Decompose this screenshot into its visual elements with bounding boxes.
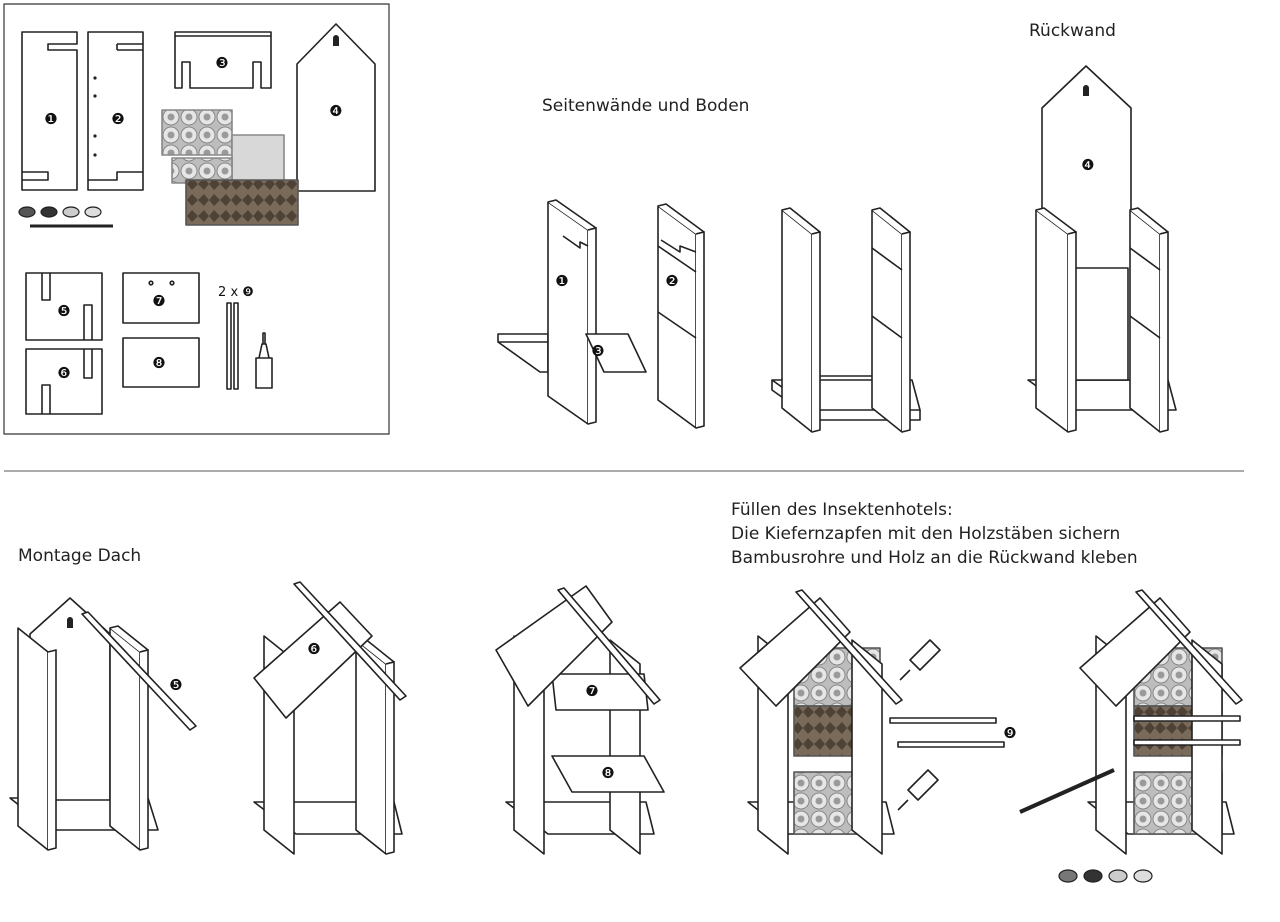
step-label-4: ❹: [1081, 156, 1094, 174]
step-fill-2: [1019, 589, 1243, 883]
part-2-side-wall: [87, 31, 144, 191]
part-5-roof: [25, 272, 103, 341]
heading-roof: Montage Dach: [18, 546, 142, 566]
heading-side-walls: Seitenwände und Boden: [542, 96, 750, 116]
step-fill-1: [739, 589, 1005, 855]
step-label-2: ❷: [665, 272, 678, 290]
step-label-8: ❽: [601, 764, 614, 782]
paint-brush-icon: [1019, 768, 1115, 814]
part-label-rods: 2 x ❾: [218, 285, 254, 300]
part-label-5: ❺: [57, 302, 70, 320]
part-label-1: ❶: [44, 110, 57, 128]
glue-bottle-icon: [897, 769, 939, 811]
heading-back-wall: Rückwand: [1029, 21, 1116, 41]
heading-filling-line1: Die Kiefernzapfen mit den Holzstäben sic…: [731, 524, 1121, 544]
step-label-9: ❾: [1003, 724, 1016, 742]
heading-filling-line2: Bambusrohre und Holz an die Rückwand kle…: [731, 548, 1138, 568]
step-label-6: ❻: [307, 640, 320, 658]
parts-overview-frame: [3, 3, 390, 435]
part-label-6: ❻: [57, 364, 70, 382]
part-9-rod: [233, 302, 239, 390]
paint-pots-icon: [18, 206, 102, 218]
step-label-3: ❸: [591, 342, 604, 360]
part-label-8: ❽: [152, 354, 165, 372]
part-4-back-wall: [296, 23, 376, 192]
step-side-walls-exploded: [497, 199, 705, 429]
step-side-walls-assembled: [771, 207, 921, 433]
step-roof-1: [9, 597, 197, 851]
part-1-side-wall: [21, 31, 78, 191]
step-label-1: ❶: [555, 272, 568, 290]
part-8-shelf: [122, 337, 200, 388]
part-3-floor: [174, 31, 272, 89]
glue-bottle-icon: [899, 639, 941, 681]
part-label-4: ❹: [329, 102, 342, 120]
part-label-7: ❼: [152, 292, 165, 310]
step-roof-2: [253, 581, 407, 855]
part-label-2: ❷: [111, 110, 124, 128]
filling-materials-icon: [161, 109, 299, 226]
glue-bottle-icon: [255, 332, 273, 389]
step-roof-3: [495, 585, 665, 855]
step-back-wall: [1027, 65, 1177, 433]
shelf-8-placed: [551, 755, 665, 793]
paint-pots-icon: [1058, 869, 1153, 883]
step-label-5: ❺: [169, 676, 182, 694]
part-label-3: ❸: [215, 54, 228, 72]
shelf-7-placed: [551, 673, 649, 711]
part-9-rod: [226, 302, 232, 390]
heading-filling-title: Füllen des Insektenhotels:: [731, 500, 953, 520]
step-label-7: ❼: [585, 682, 598, 700]
part-6-roof: [25, 348, 103, 415]
part-7-shelf: [122, 272, 200, 324]
